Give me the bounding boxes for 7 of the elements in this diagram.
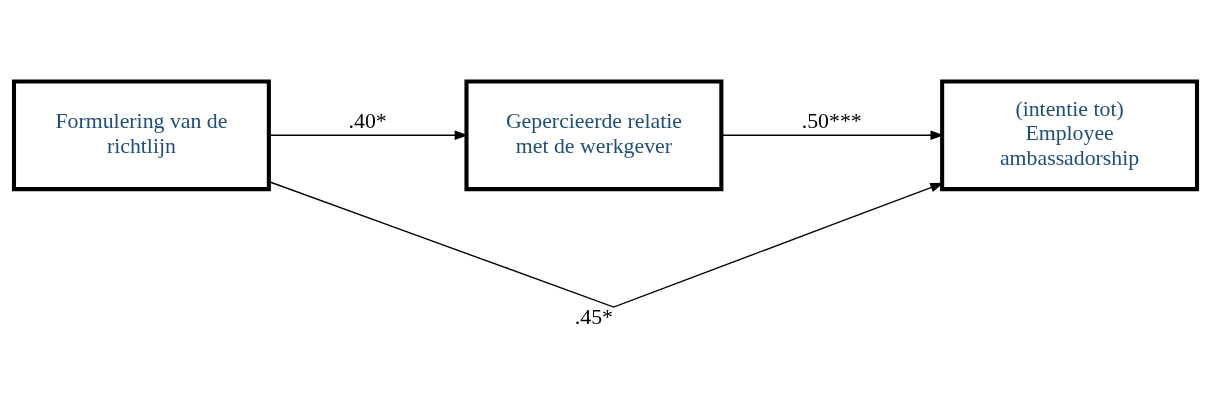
edge-label: .40* bbox=[348, 108, 387, 133]
node-box: (intentie tot) Employee ambassadorship bbox=[940, 78, 1200, 191]
node-box: Gepercieerde relatie met de werkgever bbox=[464, 78, 724, 191]
edge-label: .45* bbox=[574, 304, 613, 329]
arrow bbox=[268, 180, 944, 308]
node-box: Formulering van de richtlijn bbox=[11, 78, 271, 191]
edge-label: .50*** bbox=[801, 108, 862, 133]
